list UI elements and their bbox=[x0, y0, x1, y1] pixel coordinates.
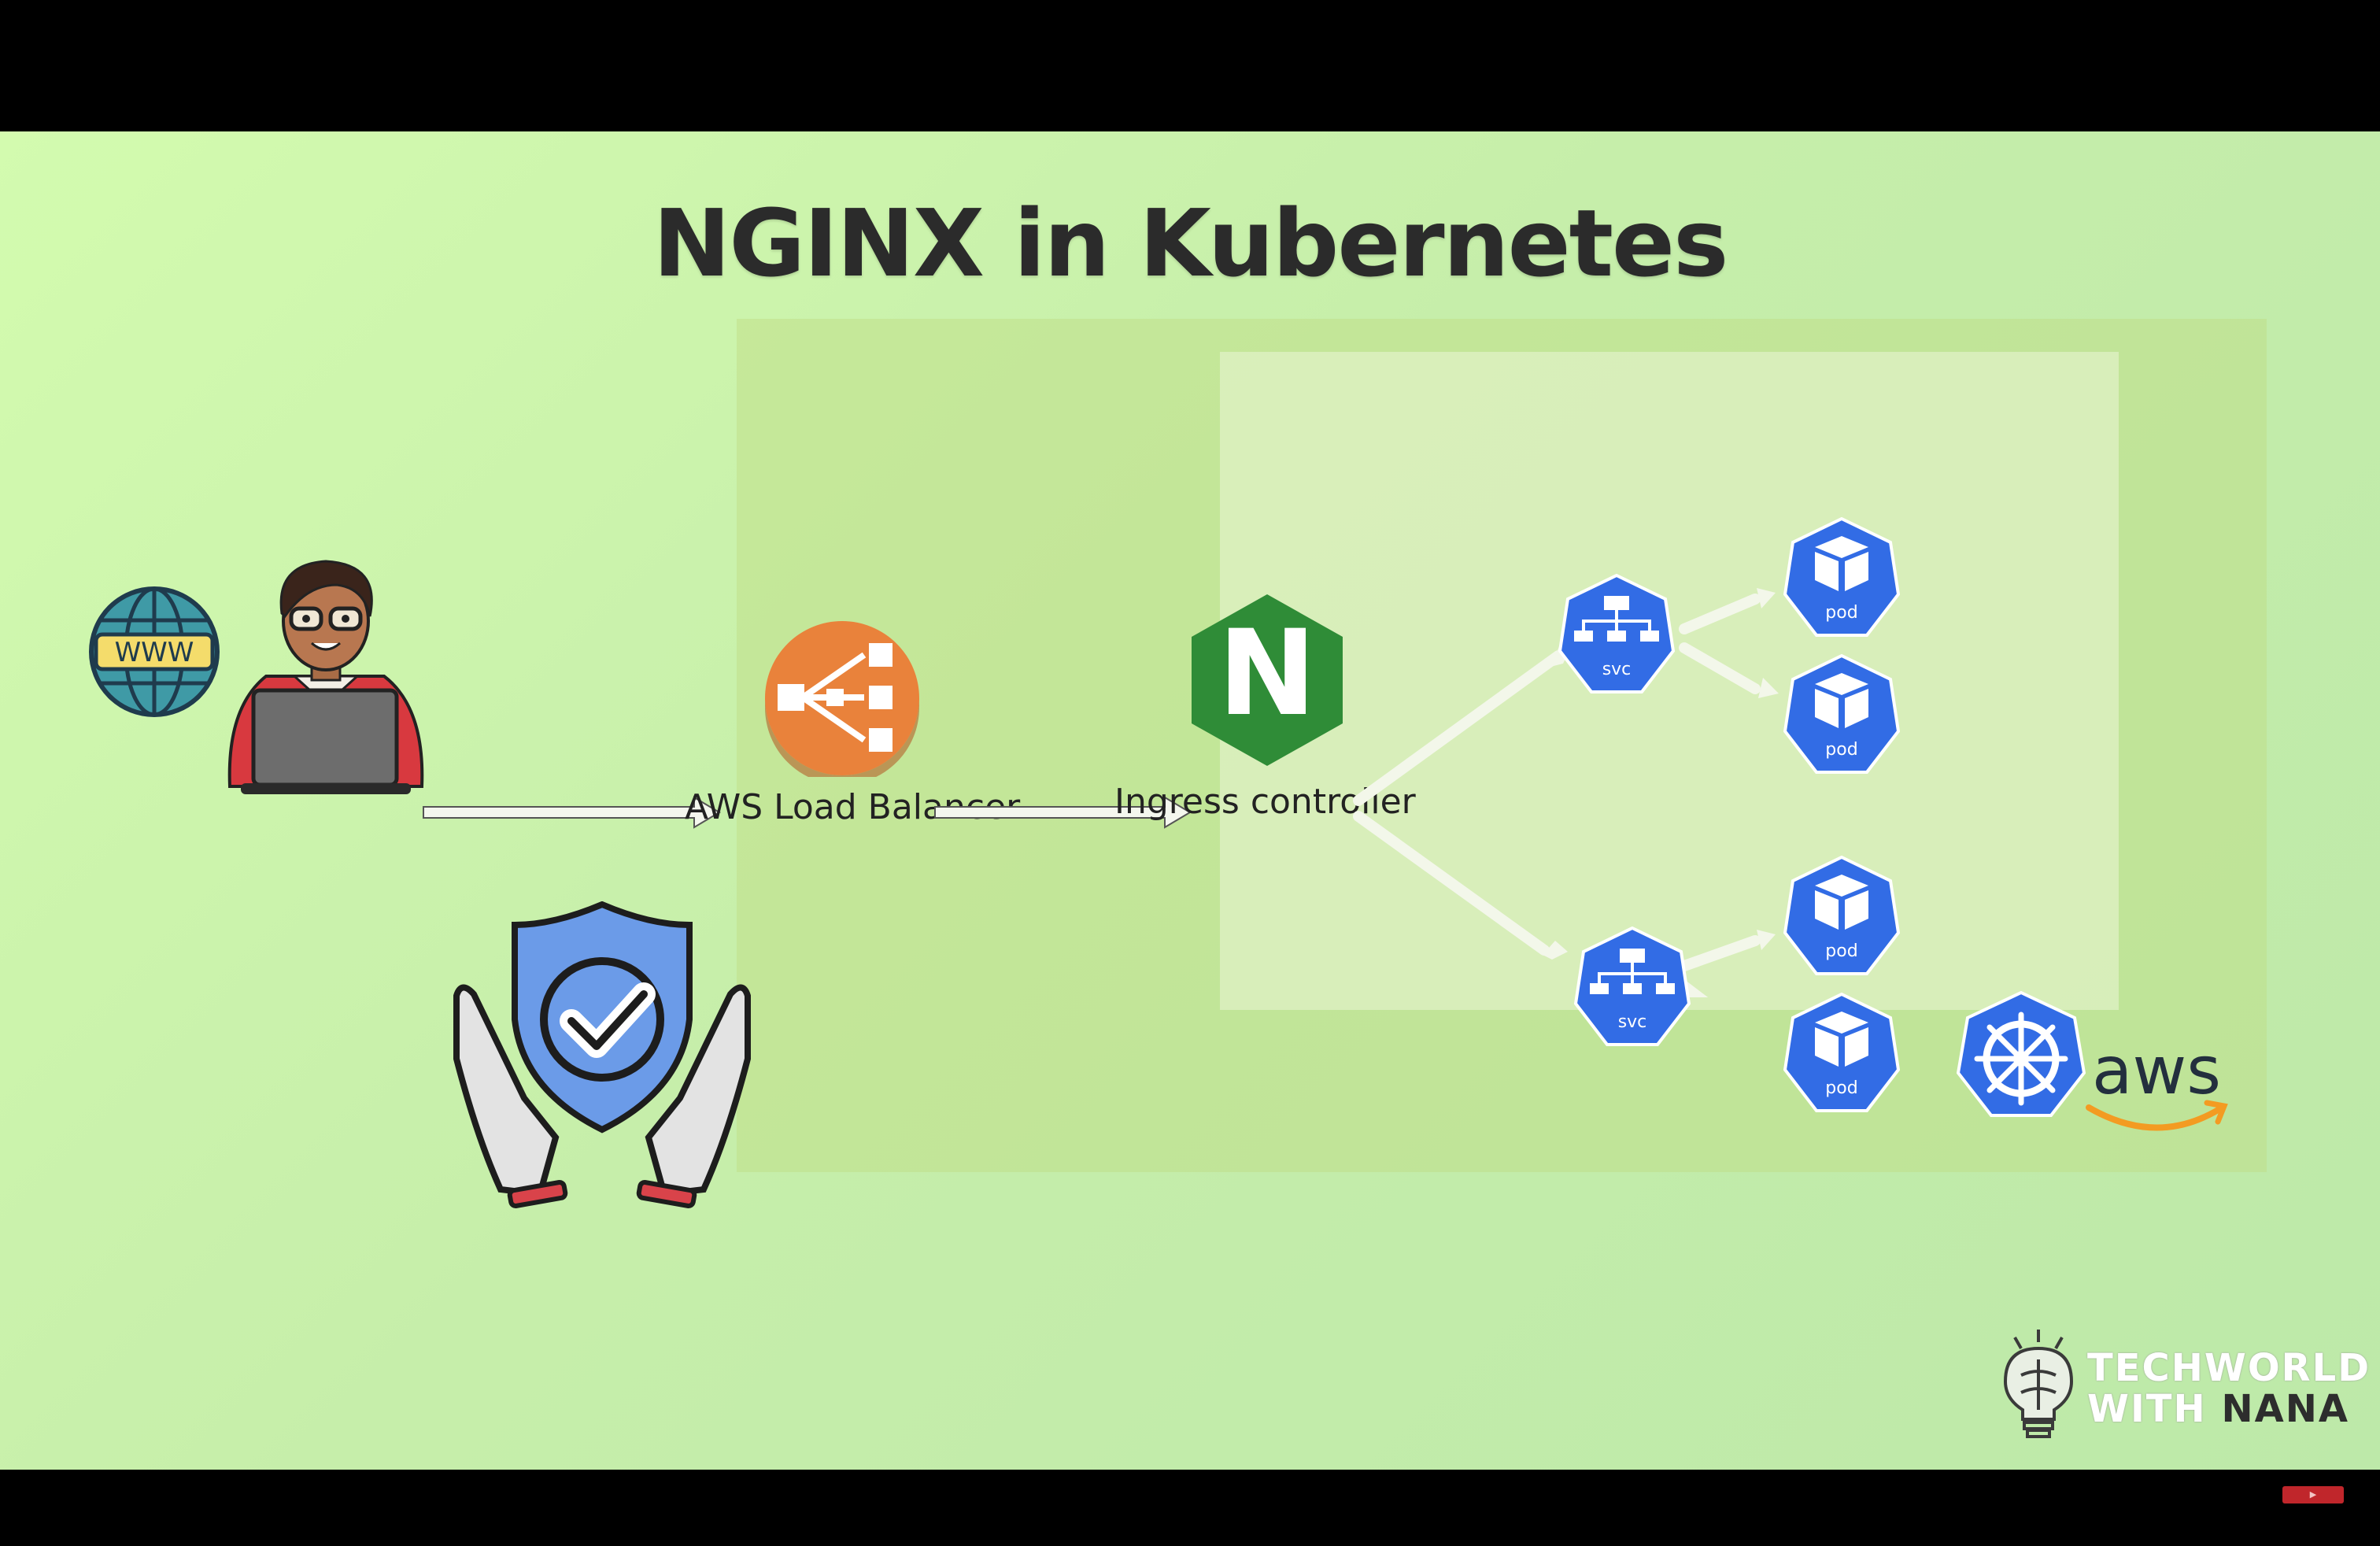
pod-label: pod bbox=[1825, 1078, 1857, 1098]
subscribe-button[interactable]: ▶ bbox=[2282, 1486, 2344, 1503]
security-shield-icon bbox=[453, 901, 751, 1208]
service-icon: svc bbox=[1574, 926, 1691, 1046]
nginx-icon: N bbox=[1192, 594, 1343, 766]
brand-logo-text: TECHWORLD WITH NANA bbox=[2087, 1348, 2371, 1429]
brand-nana: NANA bbox=[2221, 1387, 2350, 1431]
globe-icon: WWW bbox=[89, 586, 220, 717]
slide-title: NGINX in Kubernetes bbox=[652, 189, 1729, 298]
aws-logo-text: aws bbox=[2092, 1037, 2221, 1109]
pod-icon: pod bbox=[1783, 993, 1900, 1112]
load-balancer-icon bbox=[765, 621, 919, 777]
brain-bulb-icon bbox=[2003, 1330, 2074, 1438]
kubernetes-helm-icon bbox=[1957, 991, 2086, 1117]
aws-logo: aws bbox=[2086, 1037, 2228, 1131]
pod-icon: pod bbox=[1783, 856, 1900, 975]
service-label: svc bbox=[1618, 1012, 1647, 1032]
routing-arrows bbox=[1353, 588, 1779, 997]
nginx-letter: N bbox=[1218, 605, 1317, 742]
brand-with: WITH bbox=[2087, 1387, 2222, 1431]
service-icon: svc bbox=[1558, 574, 1675, 693]
pod-icon: pod bbox=[1783, 517, 1900, 637]
pod-label: pod bbox=[1825, 603, 1857, 623]
kubernetes-cluster-area bbox=[1220, 352, 2119, 1010]
pod-icon: pod bbox=[1783, 654, 1900, 774]
pod-label: pod bbox=[1825, 941, 1857, 961]
arrow-client-to-loadbalancer bbox=[423, 796, 721, 829]
service-label: svc bbox=[1602, 660, 1632, 679]
brand-line-1: TECHWORLD bbox=[2087, 1346, 2371, 1390]
pod-label: pod bbox=[1825, 740, 1857, 760]
globe-www-text: WWW bbox=[115, 637, 194, 668]
brand-line-2: WITH NANA bbox=[2087, 1389, 2371, 1429]
developer-laptop-icon bbox=[227, 560, 424, 794]
arrow-loadbalancer-to-ingress bbox=[934, 796, 1192, 829]
slide: NGINX in Kubernetes WWW bbox=[0, 131, 2380, 1470]
